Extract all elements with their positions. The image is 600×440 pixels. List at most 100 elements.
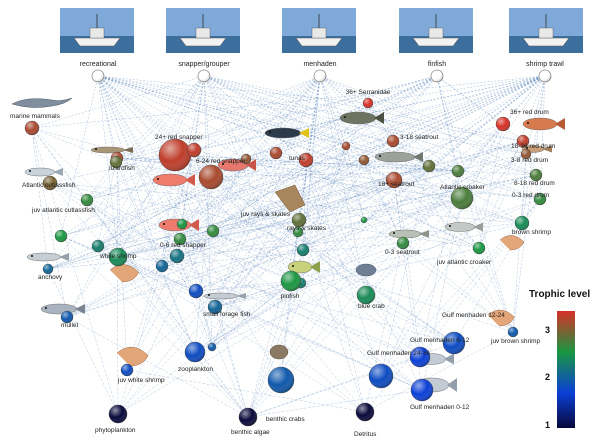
node-shading: [363, 98, 373, 108]
fish-icon: [152, 173, 195, 187]
legend-tick-1: 1: [545, 420, 550, 430]
trophic-link: [195, 280, 292, 292]
trophic-link: [365, 123, 504, 296]
trophic-link: [117, 102, 369, 415]
fishery-link: [161, 75, 205, 267]
fishery-link: [97, 75, 282, 381]
node-shading: [423, 160, 435, 172]
trophic-link: [512, 153, 527, 333]
fishery-link: [47, 75, 205, 270]
trophic-link: [214, 198, 541, 308]
node-label: juv white shrimp: [117, 377, 165, 384]
trophic-link: [211, 159, 307, 348]
fishery-link: [363, 75, 546, 221]
node-shading: [43, 176, 57, 190]
node-label: pinfish: [281, 293, 300, 300]
trophic-link: [117, 158, 247, 415]
fishery-link: [193, 75, 546, 151]
trophic-link: [214, 306, 249, 418]
trophic-link: [97, 219, 300, 247]
fishery-label: finfish: [428, 61, 446, 68]
trophic-link: [176, 255, 366, 413]
node-shading: [170, 249, 184, 263]
node-shading: [177, 219, 187, 229]
node-shading: [241, 154, 251, 164]
trophic-link: [195, 219, 365, 292]
node-label: Detritus: [354, 431, 377, 438]
node-shading: [508, 327, 518, 337]
node-label: phytoplankton: [95, 427, 136, 434]
node-shading: [159, 139, 191, 171]
node-label: 0-3 seatrout: [385, 249, 420, 256]
trophic-link: [117, 242, 404, 415]
trophic-link: [211, 140, 524, 348]
trophic-link: [174, 154, 249, 418]
fishery-link: [436, 75, 514, 333]
node-label: white shrimp: [99, 253, 137, 260]
fishery-label: menhaden: [303, 61, 336, 68]
node-shading: [530, 169, 542, 181]
node-shading: [270, 147, 282, 159]
node-label: Gulf menhaden 6-12: [410, 337, 470, 344]
node-shading: [386, 172, 402, 188]
trophic-link: [365, 294, 455, 344]
fishery-link: [461, 75, 546, 199]
node-shading: [443, 332, 465, 354]
trophic-link: [211, 198, 541, 348]
fishery-link: [161, 75, 321, 267]
node-shading: [109, 405, 127, 423]
node-shading: [357, 286, 375, 304]
fishery-link: [319, 75, 527, 155]
fish-icon: [24, 167, 63, 177]
trophic-link: [115, 161, 304, 251]
fishery-link: [97, 75, 178, 257]
fishery-link: [97, 75, 216, 308]
trophic-link: [86, 157, 118, 201]
node-shading: [451, 187, 473, 209]
fishery-link: [66, 75, 546, 318]
node-shading: [281, 271, 301, 291]
node-shading: [25, 121, 39, 135]
trophic-link: [60, 140, 394, 237]
trophic-link: [47, 268, 119, 415]
trophic-link: [179, 140, 524, 240]
trophic-link: [275, 152, 480, 249]
node-shading: [410, 347, 430, 367]
node-shading: [515, 216, 529, 230]
trophic-link: [49, 182, 163, 267]
trophic-link: [117, 219, 300, 258]
node-label: 36+ red drum: [510, 109, 549, 116]
fishery-link: [203, 75, 307, 161]
node-label: juv rays & skates: [240, 211, 291, 218]
fishery-link: [203, 75, 537, 176]
fishery-link: [97, 75, 118, 159]
trophic-link: [302, 165, 430, 251]
node-shading: [199, 165, 223, 189]
node-label: anchovy: [38, 274, 63, 281]
node-shading: [293, 227, 303, 237]
fish-icon: [287, 260, 320, 274]
node-shading: [61, 311, 73, 323]
node-shading: [156, 260, 168, 272]
fishery-link: [97, 75, 119, 258]
trophic-link: [31, 127, 117, 163]
trophic-link: [161, 159, 307, 267]
node-label: benthic crabs: [266, 416, 305, 423]
fishery-link: [319, 75, 404, 244]
fishery-link: [174, 75, 438, 156]
node-label: brown shrimp: [512, 229, 551, 236]
fishery-link: [47, 75, 546, 270]
trophic-link: [212, 230, 366, 413]
trophic-link: [161, 149, 195, 267]
trophic-link: [31, 127, 49, 270]
trophic-link: [49, 182, 249, 418]
fish-icon: [26, 252, 69, 262]
node-shading: [55, 230, 67, 242]
node-shading: [187, 143, 201, 157]
fishery-link: [97, 75, 523, 224]
trophic-link: [161, 197, 463, 267]
fishery-link: [97, 75, 176, 156]
trophic-link: [363, 159, 459, 172]
node-shading: [239, 408, 257, 426]
trophic-link: [86, 199, 163, 267]
